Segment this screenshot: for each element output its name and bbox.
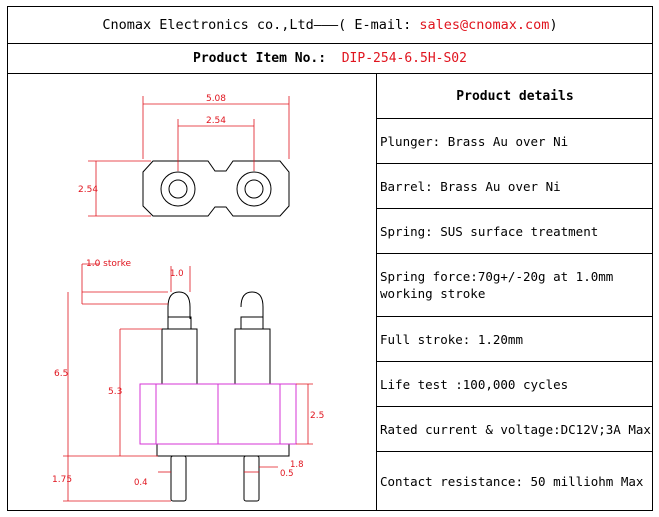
dim-insulator: 2.5 — [310, 411, 324, 421]
company-name: Cnomax Electronics co.,Ltd———( E-mail: — [102, 17, 420, 33]
dim-tail: 1.75 — [52, 475, 72, 485]
dim-tail-a: 0.4 — [134, 478, 148, 488]
product-item-row: Product Item No.: DIP-254-6.5H-S02 — [8, 44, 652, 74]
dim-pitch-outer: 5.08 — [206, 94, 226, 104]
insulator-body — [139, 383, 297, 445]
detail-spring: Spring: SUS surface treatment — [377, 209, 653, 254]
detail-barrel: Barrel: Brass Au over Ni — [377, 164, 653, 209]
dim-pitch-inner: 2.54 — [206, 116, 226, 126]
detail-full-stroke: Full stroke: 1.20mm — [377, 317, 653, 362]
dim-tail-b: 0.5 — [280, 469, 294, 479]
detail-contact-resistance: Contact resistance: 50 milliohm Max — [380, 474, 644, 489]
dim-tail-c: 1.8 — [290, 460, 304, 470]
detail-rated-current: Rated current & voltage:DC12V;3A Max — [377, 407, 653, 452]
dim-total-height: 6.5 — [54, 369, 68, 379]
email-link[interactable]: sales@cnomax.com — [419, 17, 550, 33]
header-close: ) — [549, 17, 558, 33]
top-view — [142, 160, 290, 217]
detail-plunger: Plunger: Brass Au over Ni — [377, 119, 653, 164]
dim-stroke-value: 1.0 — [170, 269, 184, 279]
company-header: Cnomax Electronics co.,Ltd———( E-mail: s… — [8, 7, 652, 44]
detail-life-test: Life test :100,000 cycles — [377, 362, 653, 407]
dim-stroke: 1.0 storke — [86, 259, 131, 269]
dim-height-body: 2.54 — [78, 185, 98, 195]
item-label: Product Item No.: — [193, 51, 327, 66]
side-dimensions — [63, 263, 313, 502]
detail-spring-force: Spring force:70g+/-20g at 1.0mm working … — [377, 254, 653, 317]
item-number: DIP-254-6.5H-S02 — [341, 51, 467, 66]
details-title: Product details — [377, 74, 653, 119]
product-sheet: Cnomax Electronics co.,Ltd———( E-mail: s… — [7, 6, 653, 511]
technical-drawing: 5.08 2.54 2.54 — [8, 74, 377, 511]
top-dimensions — [88, 96, 290, 217]
dim-barrel: 5.3 — [108, 387, 122, 397]
product-details-table: Product details Plunger: Brass Au over N… — [377, 74, 653, 511]
side-view — [156, 291, 290, 502]
drawing-svg: 5.08 2.54 2.54 — [52, 94, 324, 502]
